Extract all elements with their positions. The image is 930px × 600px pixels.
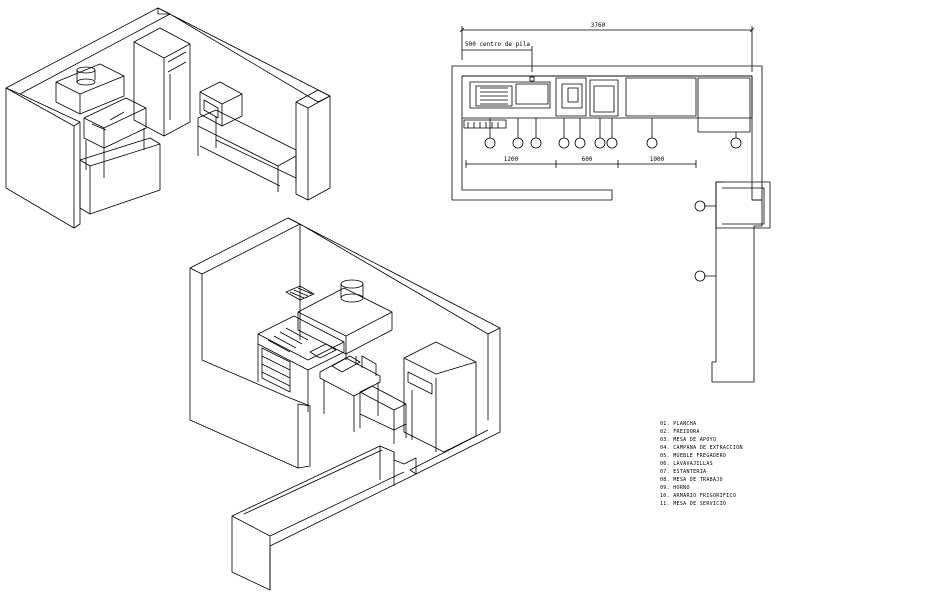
dimension-left-label: 1200 <box>504 156 519 163</box>
work-table-bottom <box>359 385 407 444</box>
legend-item: 07. ESTANTERIA <box>660 469 706 475</box>
callout-9 <box>730 137 742 149</box>
front-partition <box>289 397 311 469</box>
legend-item: 01. PLANCHA <box>660 421 696 427</box>
legend-item: 11. MESA DE SERVICIO <box>660 501 726 507</box>
callout-11 <box>694 270 706 282</box>
work-table <box>197 109 297 192</box>
hood-bottom <box>297 287 393 355</box>
front-counter <box>79 137 161 215</box>
center-note-label: 500 centro de pila <box>465 41 530 48</box>
callout-7 <box>606 137 618 149</box>
legend-item: 03. MESA DE APOYO <box>660 437 716 443</box>
callout-2 <box>512 137 524 149</box>
wall-left-front <box>5 87 81 229</box>
legend-item: 06. LAVAVAJILLAS <box>660 461 713 467</box>
dimension-mid-label: 600 <box>582 156 593 163</box>
grill-rack <box>285 285 315 301</box>
callout-1 <box>484 137 496 149</box>
callout-3 <box>530 137 542 149</box>
isometric-view-bottom <box>189 217 501 591</box>
overall-dimension-label: 3760 <box>591 22 606 29</box>
callout-6 <box>594 137 606 149</box>
fridge <box>133 27 191 137</box>
wall-right <box>295 89 331 201</box>
wall-left-outer <box>189 217 301 469</box>
cooking-block <box>83 97 147 149</box>
callout-8 <box>646 137 658 149</box>
fryer-stand <box>319 357 381 432</box>
wall-back <box>287 217 501 335</box>
floor-plan <box>451 26 771 383</box>
fridge-bottom <box>403 341 477 453</box>
plan-equipment <box>462 75 753 119</box>
plan-callouts <box>484 137 742 282</box>
legend-item: 08. MESA DE TRABAJO <box>660 477 723 483</box>
plan-wall-right <box>711 181 763 383</box>
hood <box>55 63 125 115</box>
legend-item: 05. MUEBLE FREGADERO <box>660 453 726 459</box>
callout-4 <box>558 137 570 149</box>
legend-item: 09. HORNO <box>660 485 690 491</box>
oven <box>199 81 243 127</box>
callout-5 <box>574 137 586 149</box>
wall-back-right <box>157 7 331 103</box>
equipment-legend: 01. PLANCHA 02. FREIDORA 03. MESA DE APO… <box>660 421 743 507</box>
dishwasher <box>261 347 291 393</box>
callout-10 <box>694 200 706 212</box>
legend-item: 10. ARMARIO FRIGORIFICO <box>660 493 736 499</box>
legend-item: 02. FREIDORA <box>660 429 700 435</box>
legend-item: 04. CAMPANA DE EXTRACCION <box>660 445 743 451</box>
wall-right-outer <box>409 328 501 475</box>
dimension-right-label: 1000 <box>650 156 665 163</box>
wall-back-left <box>5 7 171 95</box>
front-counter-l <box>231 445 417 591</box>
sink-unit <box>257 315 345 412</box>
isometric-view-top-left <box>5 7 331 229</box>
